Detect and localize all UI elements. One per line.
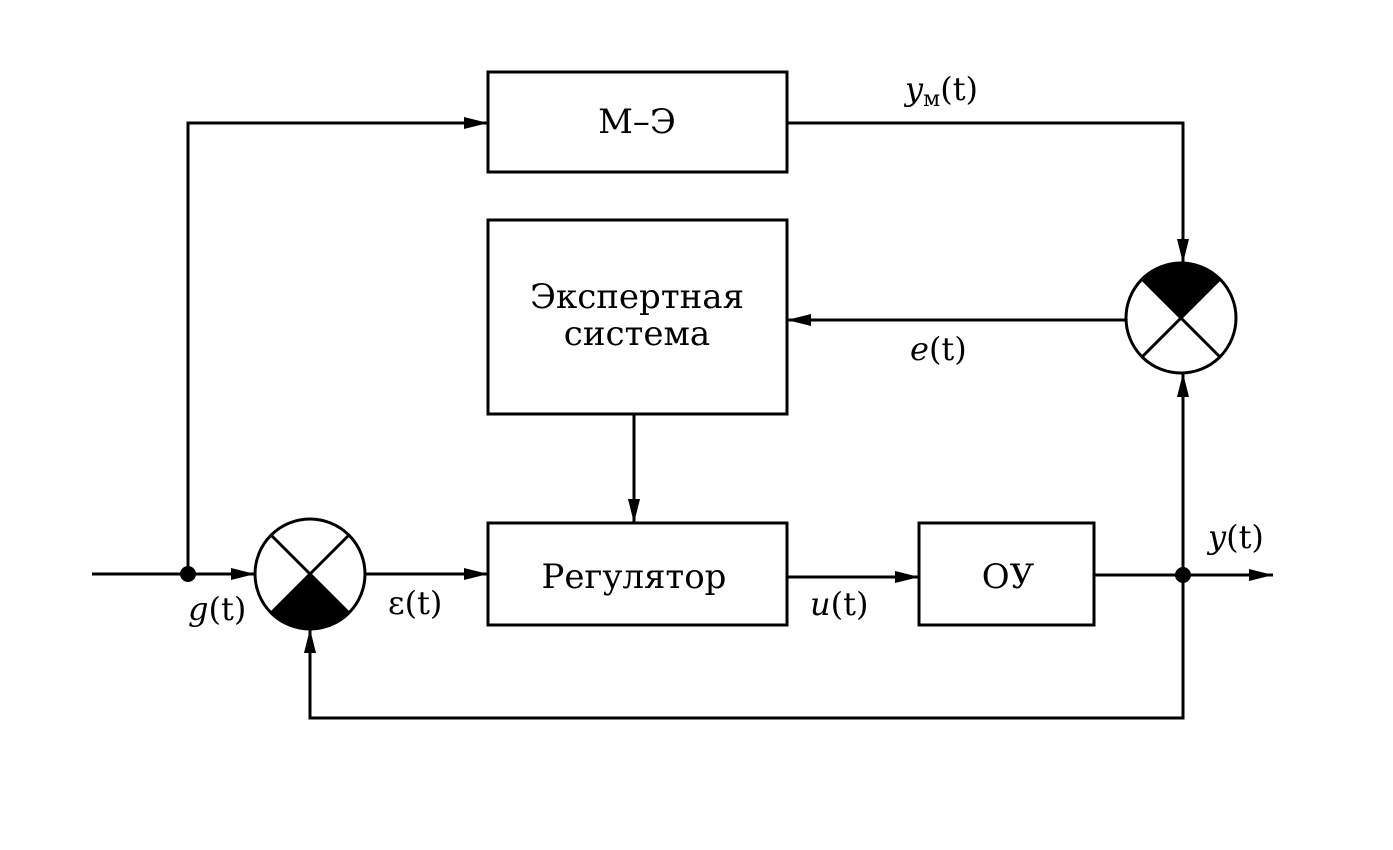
summing-junction-error [1124, 261, 1238, 375]
model-block: М–Э [486, 70, 789, 174]
signal-label-g: g(t) [188, 590, 246, 628]
plant-block-label: ОУ [982, 557, 1035, 597]
signal-label-y: y(t) [1206, 518, 1264, 556]
regulator-block: Регулятор [486, 521, 789, 627]
signal-label-epsilon: ε(t) [388, 584, 442, 622]
signal-label-y-model: yм(t) [903, 70, 978, 112]
output-branch-dot [1175, 567, 1191, 583]
expert-system-block: Экспертная система [486, 218, 789, 416]
model-block-label: М–Э [598, 102, 676, 142]
expert-system-label-line1: Экспертная [530, 277, 744, 317]
model-output-line [787, 121, 1189, 263]
signal-label-e: e(t) [910, 330, 967, 368]
summing-junction-main [253, 517, 367, 631]
feedback-line [304, 575, 1185, 720]
regulator-block-label: Регулятор [542, 557, 727, 597]
input-branch-dot [180, 566, 196, 582]
signal-label-u: u(t) [810, 585, 868, 623]
expert-system-label-line2: система [564, 314, 710, 354]
reference-to-model-line [186, 117, 488, 574]
plant-block: ОУ [917, 521, 1096, 627]
